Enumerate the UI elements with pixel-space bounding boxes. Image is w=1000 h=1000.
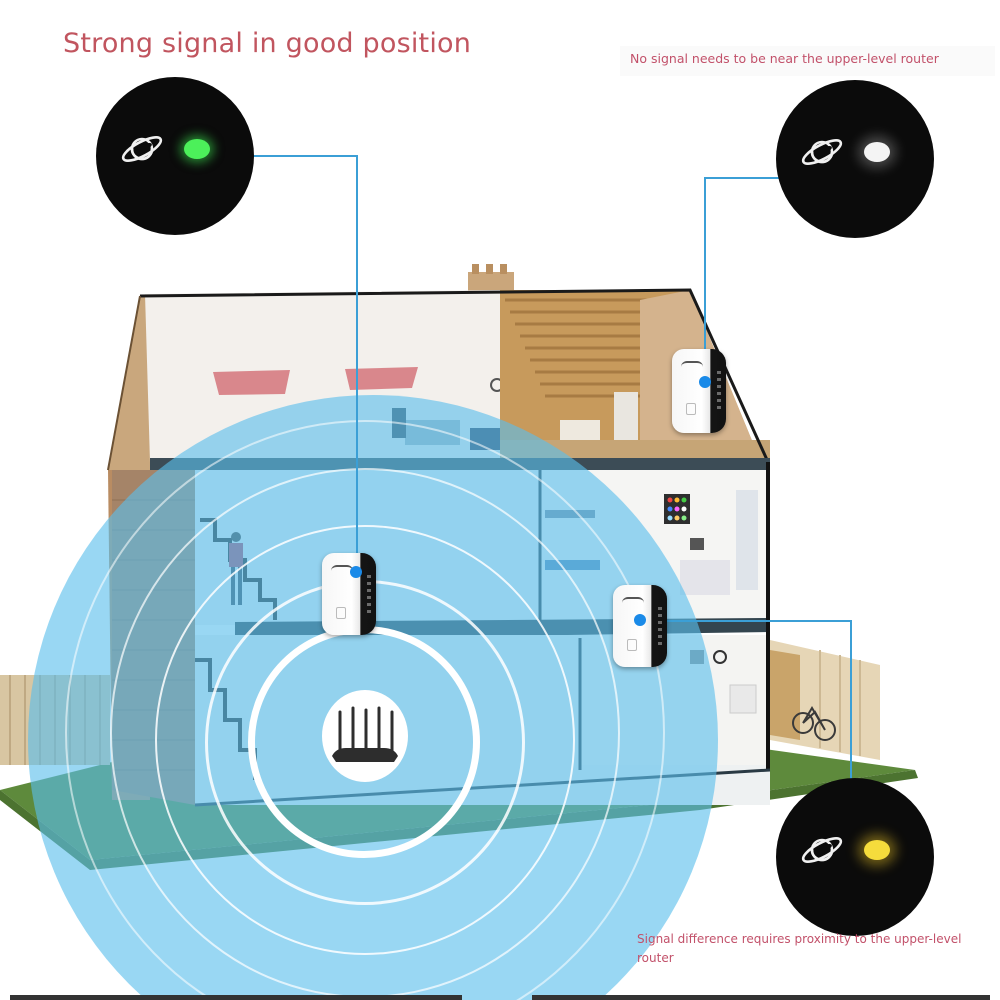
led-yellow-icon (864, 840, 890, 860)
extender-link-dot (634, 614, 646, 626)
led-strip (367, 575, 371, 615)
wifi-extender-attic (672, 349, 726, 433)
connector-line-white (704, 177, 782, 179)
caption-weak-signal: Signal difference requires proximity to … (637, 930, 997, 968)
bottom-border-left (10, 995, 462, 1000)
router-badge (322, 690, 408, 782)
connector-line-green-vertical (356, 155, 358, 573)
planet-icon (121, 136, 163, 162)
extender-link-dot (350, 566, 362, 578)
wifi-extender-middle (322, 553, 376, 635)
connector-line-white-vertical (704, 177, 706, 382)
wps-button (686, 403, 696, 415)
led-strip (717, 371, 721, 411)
wifi-logo-icon (331, 565, 353, 573)
connector-line-green (250, 155, 358, 157)
led-white-icon (864, 142, 890, 162)
caption-no-signal: No signal needs to be near the upper-lev… (620, 46, 995, 76)
indicator-no-signal (776, 80, 934, 238)
planet-icon (801, 837, 843, 863)
page-title: Strong signal in good position (63, 28, 472, 59)
wps-button (336, 607, 346, 619)
connector-line-yellow (640, 620, 852, 622)
planet-icon (801, 139, 843, 165)
led-strip (658, 607, 662, 647)
extender-link-dot (699, 376, 711, 388)
bottom-border-right (532, 995, 990, 1000)
led-green-icon (184, 139, 210, 159)
signal-ring-5 (65, 420, 665, 1000)
indicator-weak-signal (776, 778, 934, 936)
connector-line-yellow-vertical (850, 620, 852, 780)
wps-button (627, 639, 637, 651)
caption-weak-signal-line2: router (637, 951, 674, 965)
wifi-extender-right (613, 585, 667, 667)
wifi-logo-icon (681, 361, 703, 369)
caption-weak-signal-line1: Signal difference requires proximity to … (637, 932, 962, 946)
router-icon (332, 706, 398, 762)
wifi-logo-icon (622, 597, 644, 605)
indicator-strong-signal (96, 77, 254, 235)
